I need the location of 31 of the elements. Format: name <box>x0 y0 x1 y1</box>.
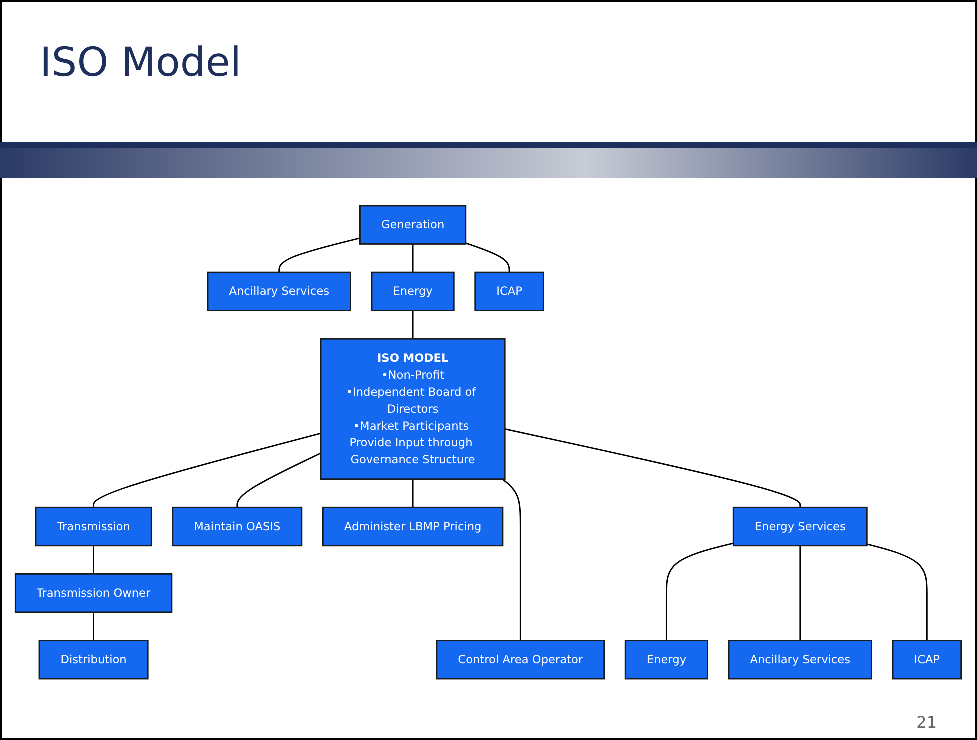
node-box: ISO MODEL •Non-Profit •Independent Board of Directors •Market Participants Provide Input through Governance Structure <box>320 338 506 480</box>
connector <box>93 432 322 508</box>
connector <box>800 546 802 641</box>
node-box: Control Area Operator <box>436 640 606 680</box>
node-box: Transmission <box>35 506 152 547</box>
node-box: Ancillary Services <box>728 640 872 680</box>
connector <box>504 428 802 508</box>
connector <box>412 310 414 340</box>
connector <box>466 242 510 273</box>
connector <box>502 478 522 641</box>
node-box: ICAP <box>892 640 962 680</box>
connector <box>236 452 322 508</box>
node-box: Energy <box>371 272 455 312</box>
slide-title: ISO Model <box>40 40 242 86</box>
connector <box>93 612 94 641</box>
connector <box>412 244 414 273</box>
node-box: Maintain OASIS <box>172 506 303 547</box>
connector <box>866 544 928 641</box>
node-box: ICAP <box>474 272 544 312</box>
page-number: 21 <box>916 713 937 732</box>
connector <box>412 479 414 508</box>
node-box: Transmission Owner <box>14 574 173 614</box>
connector <box>93 546 94 574</box>
node-box: Distribution <box>38 640 149 680</box>
node-box: Energy <box>624 640 708 680</box>
node-box: Energy Services <box>732 506 868 547</box>
node-box: Administer LBMP Pricing <box>322 506 504 547</box>
connector <box>666 542 734 641</box>
node-box: Ancillary Services <box>207 272 352 312</box>
connector <box>278 238 360 273</box>
node-box: Generation <box>360 205 467 245</box>
